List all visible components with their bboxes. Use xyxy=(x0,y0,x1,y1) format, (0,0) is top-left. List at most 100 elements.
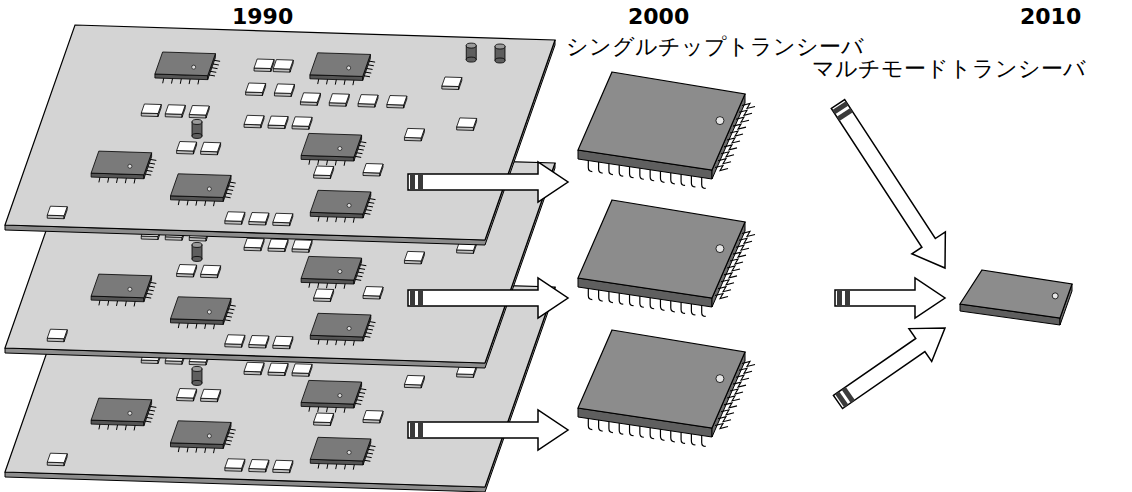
ic-pin xyxy=(226,193,232,194)
passive-part xyxy=(314,413,334,426)
chip-pin xyxy=(715,424,728,429)
ic-pin xyxy=(196,448,197,453)
ic-pin xyxy=(335,80,336,85)
ic-package-top xyxy=(91,151,152,175)
chip-top xyxy=(578,330,745,428)
ic-pin xyxy=(365,72,371,73)
ic-pin xyxy=(108,425,109,430)
ic-pin xyxy=(318,340,319,345)
board-surface xyxy=(5,25,555,240)
chip-pin xyxy=(736,375,749,380)
chip-pin xyxy=(715,294,728,299)
ic-pin xyxy=(145,174,151,175)
ic-pin xyxy=(345,464,346,469)
ic-pin xyxy=(150,159,156,160)
chip-pin xyxy=(609,422,613,433)
chip-pin xyxy=(730,259,743,264)
ic-pin xyxy=(230,182,236,183)
ic-pin xyxy=(336,340,337,345)
year-label: 2000 xyxy=(628,4,689,30)
passive-part xyxy=(177,142,197,155)
ic-package-top xyxy=(171,297,232,321)
ic-pin xyxy=(327,79,328,84)
single-chip-transceiver xyxy=(578,200,755,316)
ic-pin xyxy=(228,186,234,187)
ic-pin xyxy=(230,305,236,306)
passive-part-top xyxy=(249,336,269,346)
chip-pin xyxy=(721,280,734,285)
chip-pin xyxy=(733,124,746,129)
pin1-dot xyxy=(338,394,342,398)
pin1-dot xyxy=(207,310,211,314)
passive-part-top xyxy=(201,142,221,152)
passive-part xyxy=(246,83,266,96)
ic-pin xyxy=(198,79,199,84)
chip-pin xyxy=(733,382,746,387)
passive-part-top xyxy=(363,287,383,297)
passive-part xyxy=(314,166,334,179)
chip-pin xyxy=(588,289,592,300)
ic-pin xyxy=(196,324,197,329)
chip-pin xyxy=(721,152,734,157)
arrow-outline xyxy=(408,278,568,318)
ic-pin xyxy=(228,309,234,310)
passive-part-top xyxy=(254,59,274,69)
capacitor-top xyxy=(192,366,202,371)
capacitor xyxy=(466,43,476,62)
ic-pin xyxy=(205,201,206,206)
ic-pin xyxy=(213,63,219,65)
ic-pin xyxy=(366,333,372,334)
passive-part xyxy=(442,77,462,90)
ic-pin xyxy=(148,414,154,415)
capacitor-top xyxy=(466,43,476,48)
ic-pin xyxy=(370,446,376,447)
pin1-dot xyxy=(128,411,132,415)
ic-pin xyxy=(345,217,346,222)
ic-pin xyxy=(309,160,310,165)
ic-pin xyxy=(146,417,152,418)
ic-pin xyxy=(149,286,155,287)
ic-pin xyxy=(360,142,366,143)
capacitor-top xyxy=(192,242,202,247)
chip-pin xyxy=(630,167,634,178)
chip-pin xyxy=(724,145,737,150)
passive-part-top xyxy=(189,106,209,116)
ic-package xyxy=(171,297,236,329)
ic-package-top xyxy=(301,256,362,280)
chip-pin xyxy=(630,295,634,306)
ic-pin xyxy=(353,80,354,85)
ic-pin xyxy=(318,283,319,288)
chip-pin xyxy=(691,304,695,315)
ic-pin xyxy=(230,429,236,430)
passive-part xyxy=(268,239,288,252)
ic-package-top xyxy=(91,274,152,298)
ic-package xyxy=(310,437,375,469)
chip-pin xyxy=(640,426,644,437)
passive-part-top xyxy=(201,389,221,399)
arrow-tail-bar xyxy=(410,422,415,438)
passive-part-top xyxy=(177,265,197,275)
pin1-dot xyxy=(716,117,724,125)
pin1-dot xyxy=(1052,293,1058,299)
ic-package-top xyxy=(310,313,371,337)
chip-pin xyxy=(691,434,695,445)
ic-pin xyxy=(355,403,361,404)
passive-part-top xyxy=(246,83,266,93)
pin1-dot xyxy=(347,66,351,70)
transition-arrow xyxy=(835,278,945,318)
ic-package xyxy=(310,190,375,222)
passive-part xyxy=(201,265,221,278)
ic-pin xyxy=(360,265,366,266)
passive-part xyxy=(268,363,288,376)
passive-part xyxy=(404,375,424,388)
ic-pin xyxy=(99,177,100,182)
pin1-dot xyxy=(347,203,351,207)
ic-pin xyxy=(355,156,361,157)
ic-pin xyxy=(134,425,135,430)
chip-pin xyxy=(691,176,695,187)
ic-pin xyxy=(225,444,231,445)
chip-pin xyxy=(702,177,706,188)
passive-part xyxy=(329,94,349,107)
transition-arrow xyxy=(821,93,962,279)
ic-pin xyxy=(149,410,155,411)
